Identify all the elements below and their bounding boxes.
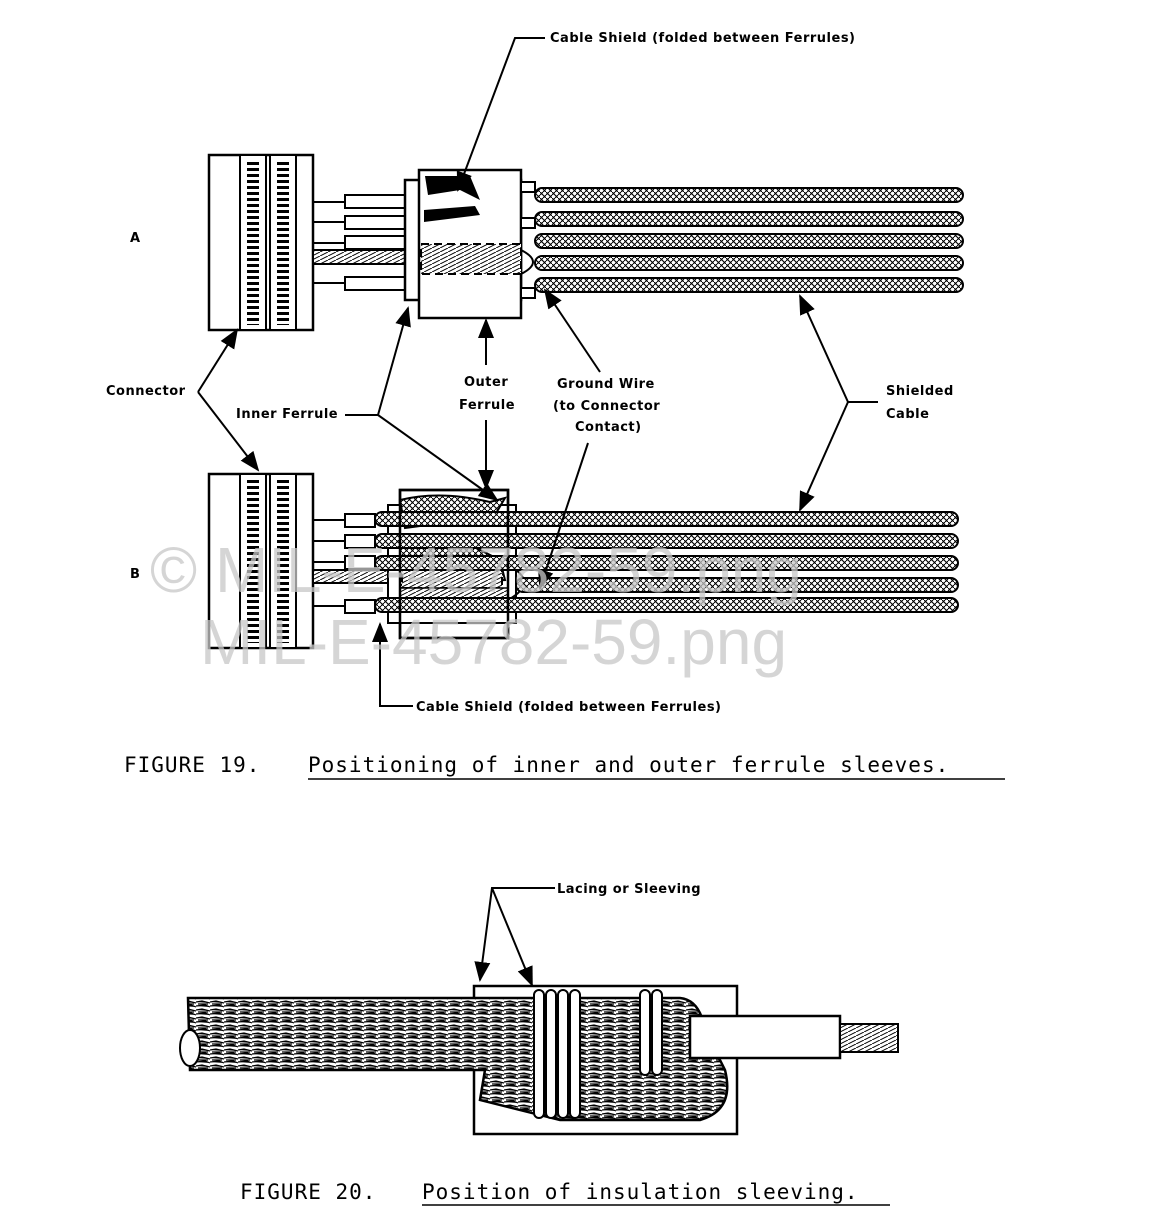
figure19-b bbox=[207, 472, 959, 650]
label-lacing-or-sleeving: Lacing or Sleeving bbox=[557, 882, 701, 897]
lacing-leader-2 bbox=[491, 887, 533, 987]
label-ground-wire-line1: Ground Wire bbox=[557, 377, 655, 392]
figure19-caption-number: FIGURE 19. bbox=[124, 753, 260, 777]
watermark-line2: MIL-E-45782-59.png bbox=[200, 606, 787, 678]
lacing-rings bbox=[533, 989, 663, 1119]
label-outer-ferrule-line1: Outer bbox=[464, 375, 508, 390]
connector-a bbox=[207, 153, 315, 332]
row-label-a: A bbox=[130, 231, 141, 246]
cable-end bbox=[179, 1029, 201, 1067]
label-shielded-cable-line1: Shielded bbox=[886, 384, 954, 399]
watermark-line1: © MIL-E-45782-59.png bbox=[150, 534, 802, 606]
leader-lines-fig19 bbox=[197, 37, 878, 707]
row-label-b: B bbox=[130, 567, 140, 582]
insulation bbox=[688, 1014, 842, 1060]
label-shielded-cable-line2: Cable bbox=[886, 407, 929, 422]
figure20-caption-number: FIGURE 20. bbox=[240, 1180, 376, 1204]
conductor bbox=[839, 1023, 899, 1053]
label-ground-wire-line3: Contact) bbox=[575, 420, 642, 435]
figure19-caption-text: Positioning of inner and outer ferrule s… bbox=[308, 753, 949, 777]
connector-b bbox=[207, 472, 315, 650]
shielded-cables-b bbox=[374, 488, 959, 640]
lacing-leader-1 bbox=[474, 887, 555, 982]
figure20-illustration bbox=[179, 887, 899, 1136]
contact-wires-a bbox=[312, 194, 406, 291]
ferrule-assembly-a bbox=[403, 168, 536, 320]
figure20-caption-text: Position of insulation sleeving. bbox=[422, 1180, 859, 1204]
label-inner-ferrule: Inner Ferrule bbox=[236, 407, 338, 422]
label-ground-wire-line2: (to Connector bbox=[553, 399, 660, 414]
label-connector: Connector bbox=[106, 384, 186, 399]
braided-cable bbox=[186, 996, 729, 1122]
label-outer-ferrule-line2: Ferrule bbox=[459, 398, 515, 413]
label-cable-shield-top: Cable Shield (folded between Ferrules) bbox=[550, 31, 856, 46]
figure19-a bbox=[207, 153, 964, 332]
shielded-cables-a bbox=[534, 187, 964, 293]
label-cable-shield-bottom: Cable Shield (folded between Ferrules) bbox=[416, 700, 722, 715]
